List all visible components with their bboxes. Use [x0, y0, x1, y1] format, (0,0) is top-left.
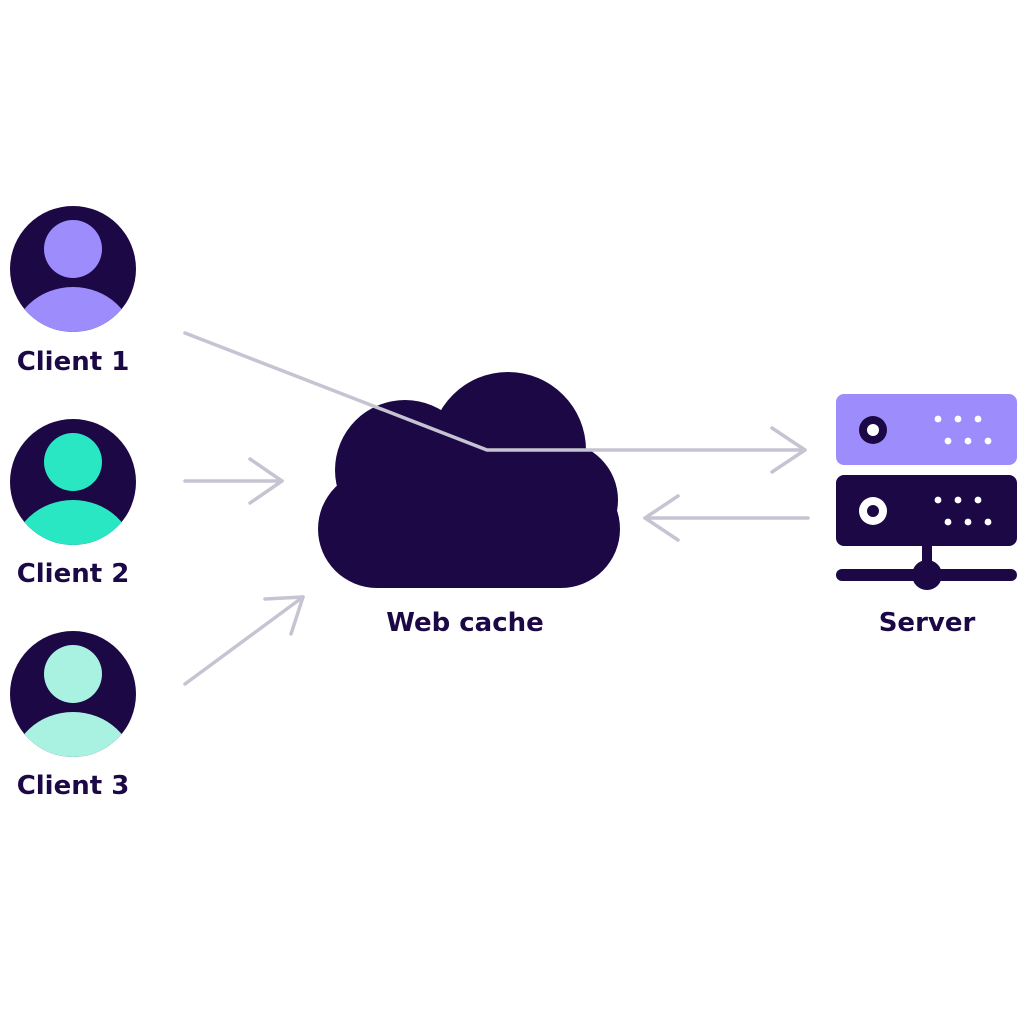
server-icon — [836, 394, 1017, 590]
web-cache-label: Web cache — [386, 608, 544, 638]
arrow-head-to-server — [770, 426, 807, 474]
arrow-server-to-cache — [643, 494, 810, 542]
connector-arrows — [183, 457, 810, 686]
client-2: Client 2 — [10, 419, 136, 589]
client-3-label: Client 3 — [17, 771, 130, 801]
user-icon — [10, 631, 136, 757]
cloud-icon — [318, 372, 620, 588]
client-2-label: Client 2 — [17, 559, 130, 589]
arrow-client2-to-cache — [183, 457, 284, 505]
arrow-client3-to-cache — [183, 595, 305, 686]
server: Server — [836, 394, 1017, 638]
user-icon — [10, 419, 136, 545]
user-icon — [10, 206, 136, 332]
client-1: Client 1 — [10, 206, 136, 377]
client-1-label: Client 1 — [17, 347, 130, 377]
client-3: Client 3 — [10, 631, 136, 801]
request-line-client1-to-server — [183, 331, 807, 452]
server-label: Server — [879, 608, 976, 638]
web-cache: Web cache — [318, 372, 620, 638]
